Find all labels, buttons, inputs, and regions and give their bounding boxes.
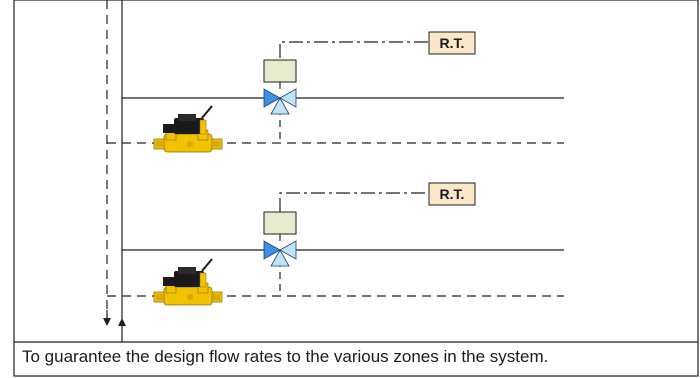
zone-2: R.T. — [107, 182, 564, 306]
zone-2-thermostat-box — [428, 182, 476, 206]
zone-1-control-line — [279, 41, 428, 58]
zone-2-control-line — [279, 192, 428, 212]
zone-1-thermostat-label: R.T. — [440, 35, 465, 51]
diagram-caption: To guarantee the design flow rates to th… — [22, 347, 549, 366]
flow-arrow-down-icon — [103, 310, 111, 326]
zone-1-actuator — [263, 59, 297, 83]
balancing-valve-icon — [153, 105, 223, 153]
balancing-valve-icon — [153, 258, 223, 306]
zone-2-actuator — [263, 211, 297, 235]
zone-1: R.T. — [107, 31, 564, 153]
zone-2-thermostat-label: R.T. — [440, 186, 465, 202]
three-way-valve-icon — [263, 240, 297, 267]
diagram-frame — [13, 0, 699, 377]
three-way-valve-icon — [263, 88, 297, 115]
flow-arrow-up-icon — [118, 318, 126, 326]
zone-1-thermostat-box — [428, 31, 476, 55]
